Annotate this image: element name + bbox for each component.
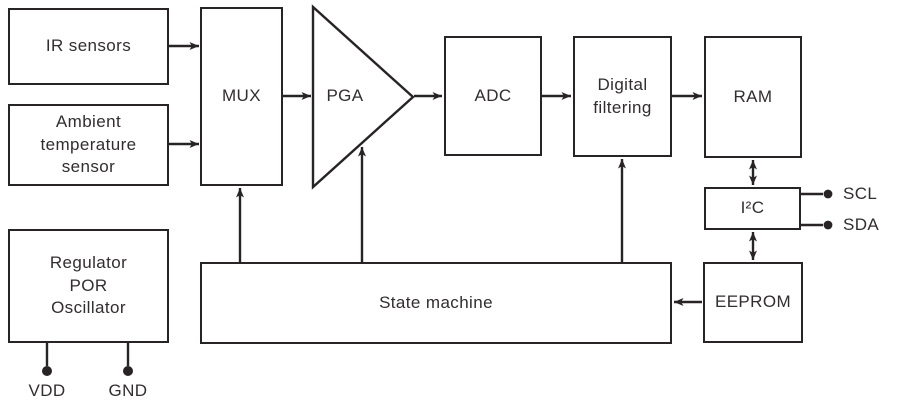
node-eeprom: EEPROM: [703, 262, 803, 343]
node-ir-sensors: IR sensors: [8, 8, 169, 85]
node-pga-label: PGA: [326, 86, 364, 105]
node-regulator-por-oscillator: Regulator POR Oscillator: [8, 229, 169, 343]
node-i2c: I²C: [704, 187, 801, 230]
node-i2c-label: I²C: [740, 198, 765, 218]
node-ir-sensors-label: IR sensors: [45, 36, 132, 56]
node-eeprom-label: EEPROM: [714, 292, 792, 312]
node-adc-label: ADC: [474, 85, 512, 105]
node-mux-label: MUX: [222, 86, 261, 106]
pin-vdd-label: VDD: [28, 381, 66, 400]
vdd-terminal-dot: [42, 366, 52, 376]
pin-gnd-label: GND: [108, 381, 148, 400]
node-regulator-por-oscillator-label: Regulator POR Oscillator: [49, 253, 128, 318]
sda-terminal-dot: [823, 220, 833, 230]
gnd-terminal-dot: [123, 366, 133, 376]
pin-sda-label: SDA: [843, 215, 880, 234]
pga-triangle: [311, 4, 415, 190]
node-adc: ADC: [444, 36, 542, 156]
pin-scl-label: SCL: [843, 184, 878, 203]
node-digital-filtering-label: Digital filtering: [593, 75, 652, 117]
scl-terminal-dot: [823, 189, 833, 199]
node-state-machine: State machine: [200, 262, 672, 344]
node-digital-filtering: Digital filtering: [573, 36, 672, 157]
node-ram: RAM: [704, 36, 802, 158]
node-mux: MUX: [200, 7, 283, 186]
node-state-machine-label: State machine: [379, 292, 493, 312]
node-ram-label: RAM: [733, 86, 773, 106]
node-ambient-temperature-sensor: Ambient temperature sensor: [8, 104, 169, 186]
node-ambient-temperature-sensor-label: Ambient temperature sensor: [40, 112, 137, 177]
